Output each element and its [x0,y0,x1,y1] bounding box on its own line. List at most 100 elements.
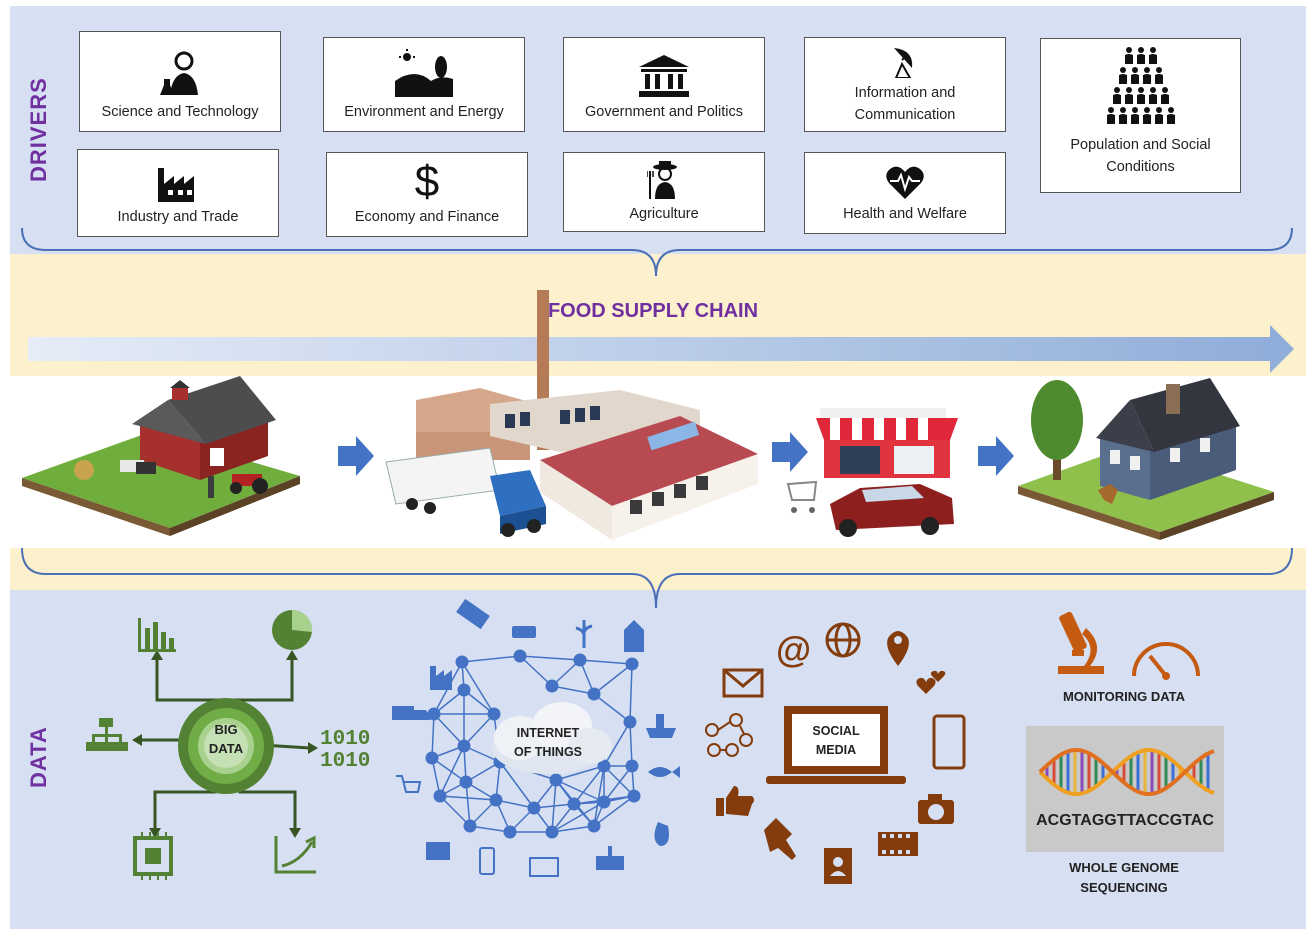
network-people-icon [705,713,753,757]
iot-node [513,649,527,663]
contact-book-icon [824,848,852,884]
laptop-icon [529,857,559,877]
iot-node [527,801,541,815]
driver-label: Health and Welfare [843,206,967,222]
globe-icon [825,622,861,658]
avocado-icon [654,822,669,846]
svg-text:$: $ [415,158,439,202]
barn-icon [624,620,644,652]
binary-icon: 1010 1010 [320,728,371,773]
genome-panel [1026,726,1224,852]
chain-bottom-band [10,548,1306,590]
food-supply-chain-title: FOOD SUPPLY CHAIN [547,300,759,322]
iot-node [567,797,581,811]
heart-pulse-icon [886,166,924,199]
film-strip-icon [878,832,918,856]
chip-icon [133,832,173,880]
driver-information-communication: Information and Communication [804,37,1006,132]
driver-label: Environment and Energy [344,104,504,120]
driver-label: Information and Communication [854,85,956,123]
growth-chart-icon [274,835,316,874]
heart-icon [916,677,936,694]
thumbs-up-icon [716,786,754,816]
location-pin-icon [887,631,909,666]
stage-arrow [772,432,808,472]
iot-node [433,789,447,803]
monitoring-data-label: MONITORING DATA [1062,689,1186,704]
driver-label: Industry and Trade [117,209,239,225]
genome-label: WHOLE GENOME SEQUENCING [1069,860,1179,895]
driver-label: Science and Technology [101,104,259,120]
social-media-label: SOCIAL MEDIA [812,724,860,757]
iot-node [425,751,439,765]
landscape-icon [395,49,453,97]
genome-sequence: ACGTAGGTTACCGTAC [1036,812,1214,829]
heart-icon [930,670,946,682]
driver-health-welfare: Health and Welfare [804,152,1006,234]
driver-label: Agriculture [629,206,699,222]
iot-node [463,819,477,833]
dna-helix-icon [1038,747,1215,797]
people-group-icon [1106,47,1175,124]
phone-icon [479,847,495,875]
driver-environment-energy: Environment and Energy [323,37,525,132]
email-icon [722,668,764,698]
drivers-brace [21,227,1293,277]
iot-node [487,707,501,721]
iot-node [489,793,503,807]
stage-arrow [338,436,374,476]
data-brace [21,547,1293,609]
satellite-icon [456,598,490,630]
iot-node [455,655,469,669]
hierarchy-icon [86,718,128,751]
dollar-icon: $ [415,158,439,202]
store-car-icon [786,408,958,537]
driver-label: Population and Social Conditions [1070,137,1211,175]
iot-node [587,819,601,833]
iot-node [459,775,473,789]
factory-small-icon [430,666,452,690]
iot-node [587,687,601,701]
iot-node [625,657,639,671]
iot-node [545,825,559,839]
fish-icon [648,766,680,778]
iot-node [549,773,563,787]
factory-truck-icon [385,388,758,540]
microscope-icon [1058,611,1104,674]
big-data-arrowheads [132,650,318,838]
government-building-icon [639,55,689,97]
house-icon [1018,378,1274,540]
stage-arrow [978,436,1014,476]
plant-icon [575,620,593,648]
iot-node [503,825,517,839]
driver-label: Government and Politics [585,104,743,120]
scale-icon [596,846,624,870]
cash-register-icon [426,842,450,860]
iot-label: INTERNET OF THINGS [513,726,583,759]
iot-node [545,679,559,693]
supply-chain-arrow [28,325,1294,373]
smartphone-icon [932,714,966,770]
iot-node [625,759,639,773]
iot-node [457,683,471,697]
big-data-label: BIG DATA [208,722,244,756]
pie-chart-icon [272,609,313,650]
driver-industry-trade: Industry and Trade [77,149,279,237]
driver-label: Economy and Finance [354,209,500,225]
satellite-dish-icon [894,48,913,78]
bar-chart-icon [138,618,176,652]
iot-node [573,653,587,667]
at-sign-icon: @ [776,629,811,670]
iot-node [597,759,611,773]
farm-barn-icon [22,376,300,536]
camera-icon [918,794,954,824]
iot-node [457,739,471,753]
driver-agriculture: Agriculture [563,152,765,232]
ship-icon [646,714,676,738]
pushpin-icon [764,818,796,860]
cart-icon [396,775,422,793]
iot-node [427,707,441,721]
iot-nodes [425,649,641,839]
farmer-icon [647,161,677,199]
